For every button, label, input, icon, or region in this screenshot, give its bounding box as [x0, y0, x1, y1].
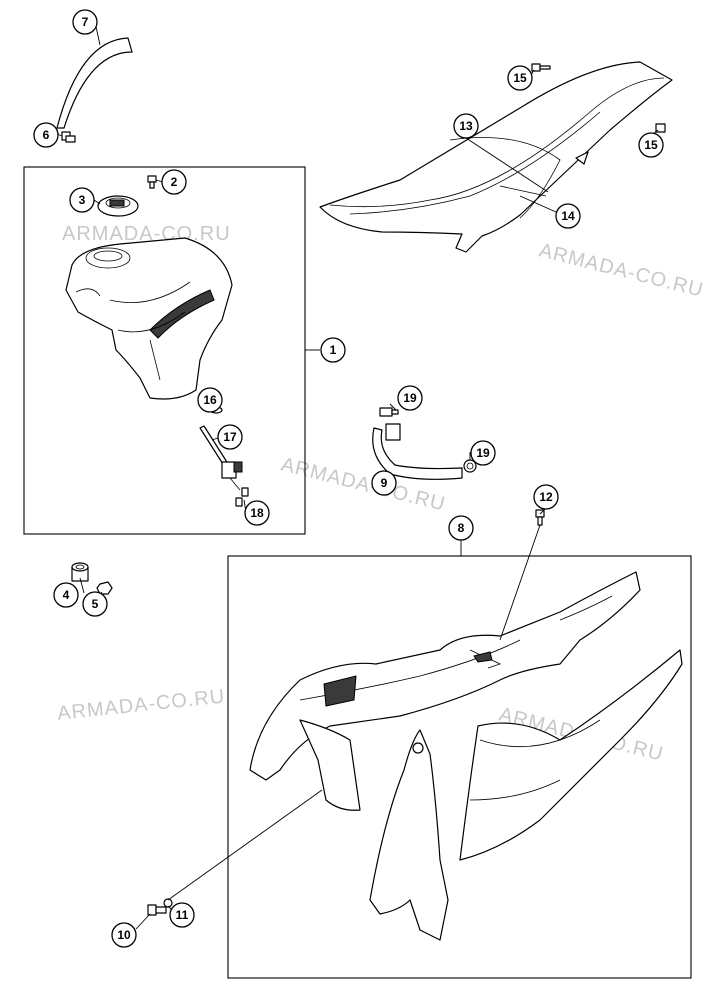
- callout-number: 19: [403, 391, 417, 405]
- seat-bolt-front: [531, 63, 551, 72]
- fuel-tank: [65, 237, 233, 400]
- callout-number: 13: [459, 119, 473, 133]
- callout-8[interactable]: 8: [448, 515, 474, 541]
- callout-15-front[interactable]: 15: [507, 65, 533, 91]
- breather-hose: [56, 37, 133, 129]
- callout-number: 18: [250, 506, 264, 520]
- callout-9[interactable]: 9: [371, 470, 397, 496]
- callout-14[interactable]: 14: [555, 203, 581, 229]
- side-panel-group-frame: [227, 555, 692, 979]
- side-panel-left: [249, 571, 641, 811]
- seat: [319, 61, 673, 253]
- fuel-hose: [372, 427, 463, 480]
- callout-number: 10: [117, 928, 131, 942]
- panel-screw: [147, 904, 167, 916]
- fuel-hose-fitting: [385, 423, 401, 441]
- callout-number: 12: [539, 490, 553, 504]
- callout-3[interactable]: 3: [69, 187, 95, 213]
- callout-number: 7: [82, 15, 89, 29]
- callout-number: 1: [330, 343, 337, 357]
- callout-number: 16: [203, 393, 217, 407]
- callout-19-lower[interactable]: 19: [470, 440, 496, 466]
- callout-19-upper[interactable]: 19: [397, 385, 423, 411]
- callout-16[interactable]: 16: [197, 387, 223, 413]
- callout-2[interactable]: 2: [161, 169, 187, 195]
- callout-number: 17: [223, 430, 237, 444]
- callout-13[interactable]: 13: [453, 113, 479, 139]
- panel-screw-top: [535, 509, 545, 526]
- fuel-tap: [199, 425, 243, 491]
- panel-washer: [163, 898, 173, 908]
- fuel-cap: [97, 195, 139, 217]
- callout-number: 11: [176, 908, 189, 922]
- callout-15-rear[interactable]: 15: [638, 132, 664, 158]
- callout-number: 9: [381, 476, 388, 490]
- fuel-tank-group-frame: [23, 166, 306, 535]
- fuel-tap-screws: [235, 487, 249, 507]
- callout-1[interactable]: 1: [320, 337, 346, 363]
- side-panel-right: [369, 649, 683, 941]
- callout-7[interactable]: 7: [72, 9, 98, 35]
- callout-4[interactable]: 4: [53, 582, 79, 608]
- callout-10[interactable]: 10: [111, 922, 137, 948]
- callout-17[interactable]: 17: [217, 424, 243, 450]
- callout-5[interactable]: 5: [82, 591, 108, 617]
- hex-nut: [96, 581, 113, 595]
- callout-11[interactable]: 11: [169, 902, 195, 928]
- hose-fitting: [61, 131, 76, 143]
- callout-number: 3: [79, 193, 86, 207]
- callout-number: 15: [513, 71, 527, 85]
- tank-screw: [147, 175, 157, 189]
- callout-number: 15: [644, 138, 658, 152]
- callout-number: 8: [458, 521, 465, 535]
- callout-number: 2: [171, 175, 178, 189]
- callout-12[interactable]: 12: [533, 484, 559, 510]
- callout-18[interactable]: 18: [244, 500, 270, 526]
- callout-number: 6: [43, 128, 50, 142]
- callout-number: 14: [561, 209, 575, 223]
- hose-clamp-upper: [379, 407, 399, 417]
- watermark: ARMADA-CO.RU: [279, 454, 448, 516]
- seat-bolt-rear: [655, 123, 666, 133]
- callout-number: 19: [476, 446, 490, 460]
- watermark: ARMADA-CO.RU: [537, 240, 706, 302]
- hose-clamp-lower: [463, 459, 477, 473]
- rubber-bushing: [71, 562, 89, 582]
- callout-6[interactable]: 6: [33, 122, 59, 148]
- watermark: ARMADA-CO.RU: [56, 685, 226, 725]
- callout-number: 4: [63, 588, 70, 602]
- callout-number: 5: [92, 597, 99, 611]
